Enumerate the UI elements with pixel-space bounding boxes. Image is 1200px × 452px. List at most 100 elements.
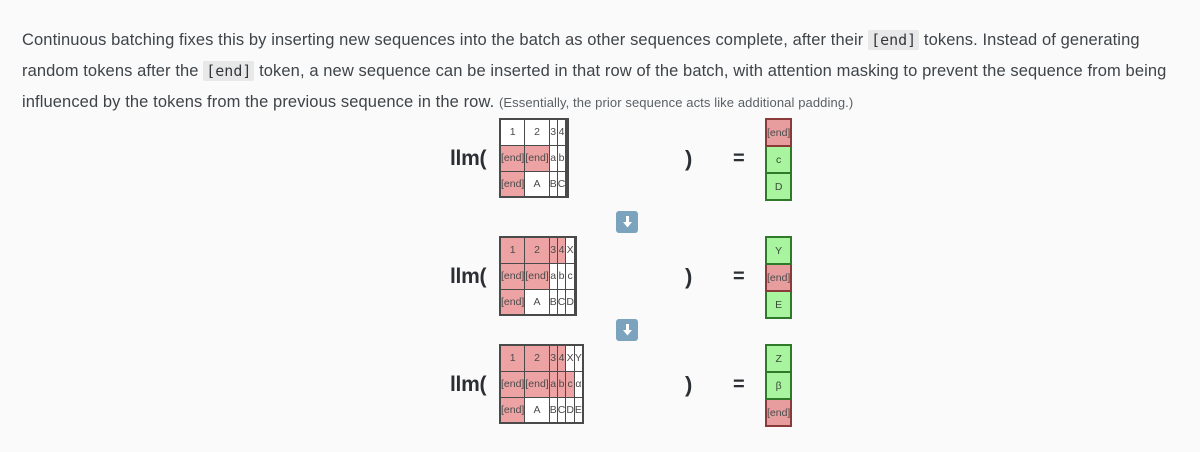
grid-cell (574, 288, 577, 316)
grid-cell: [end] (499, 262, 526, 290)
equals-sign-3: = (733, 373, 745, 396)
result-cell: D (764, 172, 793, 201)
grid-cell: b (556, 144, 567, 172)
end-token-code-2: [end] (203, 60, 255, 81)
grid-cell: E (573, 396, 584, 424)
grid-cell: [end] (499, 144, 526, 172)
grid-cell: [end] (524, 262, 550, 290)
grid-cell: 2 (524, 344, 550, 372)
arrow-down-icon-2 (616, 319, 638, 341)
list-item: [end] (764, 263, 793, 292)
grid-cell: 3 (548, 118, 558, 146)
llm-call-label-3: llm( (450, 373, 487, 396)
grid-cell: a (548, 262, 558, 290)
table-row: [end] [end] a b c α (499, 370, 584, 398)
result-cell: [end] (764, 398, 793, 427)
list-item: [end] (764, 398, 793, 427)
grid-cell: B (548, 396, 558, 424)
grid-cell: 3 (548, 344, 558, 372)
batch-step-2: llm( 1 2 3 4 X [end] [end] a b c (0, 236, 1200, 319)
close-paren-3: ) (685, 372, 693, 397)
grid-cell (565, 170, 568, 198)
grid-cell: B (548, 288, 558, 316)
grid-cell: Y (573, 344, 584, 372)
llm-call-label-1: llm( (450, 147, 487, 170)
arrow-down-icon-1 (616, 211, 638, 233)
grid-cell: [end] (499, 170, 526, 198)
list-item: Z (764, 344, 793, 373)
grid-cell: b (556, 262, 567, 290)
end-token-code-1: [end] (868, 29, 920, 50)
grid-cell (574, 262, 577, 290)
list-item: D (764, 172, 793, 201)
grid-cell: 1 (499, 344, 526, 372)
grid-cell: b (556, 370, 567, 398)
grid-cell: X (565, 236, 575, 264)
table-row: 1 2 3 4 X Y (499, 344, 584, 372)
batch-step-1: llm( 1 2 3 4 [end] [end] a b (0, 118, 1200, 201)
grid-cell: 2 (524, 118, 550, 146)
batch-grid-1: 1 2 3 4 [end] [end] a b [end] (499, 118, 570, 198)
grid-cell: α (573, 370, 584, 398)
grid-cell: [end] (524, 144, 550, 172)
grid-cell: 4 (556, 118, 567, 146)
grid-cell: c (565, 370, 575, 398)
close-paren-1: ) (685, 146, 693, 171)
grid-cell: [end] (524, 370, 550, 398)
table-row: [end] [end] a b (499, 144, 569, 172)
grid-cell: [end] (499, 396, 526, 424)
continuous-batching-figure: llm( 1 2 3 4 [end] [end] a b (0, 118, 1200, 438)
grid-cell: C (556, 396, 567, 424)
grid-cell (566, 144, 569, 172)
grid-cell: 3 (548, 236, 558, 264)
table-row: [end] A B C D (499, 288, 577, 316)
grid-cell: 4 (556, 344, 567, 372)
list-item: [end] (764, 118, 793, 147)
equals-sign-2: = (733, 265, 745, 288)
result-cell: E (764, 290, 793, 319)
table-row: [end] A B C D E (499, 396, 584, 424)
result-column-1: [end] c D (764, 118, 793, 201)
grid-cell: A (524, 288, 550, 316)
grid-cell: a (548, 144, 558, 172)
grid-cell: D (565, 396, 575, 424)
table-row: [end] A B C (499, 170, 569, 198)
grid-cell: X (565, 344, 575, 372)
table-row: 1 2 3 4 (499, 118, 569, 146)
grid-cell: a (548, 370, 558, 398)
result-cell: Z (764, 344, 793, 373)
result-cell: [end] (764, 118, 793, 147)
list-item: Y (764, 236, 793, 265)
prose-segment-1: Continuous batching fixes this by insert… (22, 30, 869, 49)
prose-segment-2: tokens. Instead of generating random tok… (22, 30, 1140, 80)
grid-cell: [end] (499, 370, 526, 398)
result-column-3: Z β [end] (764, 344, 793, 427)
list-item: c (764, 145, 793, 174)
list-item: β (764, 371, 793, 400)
batch-grid-2: 1 2 3 4 X [end] [end] a b c [end] (499, 236, 577, 316)
grid-cell: B (548, 170, 558, 198)
llm-call-label-2: llm( (450, 265, 487, 288)
grid-cell (574, 236, 577, 264)
grid-cell: A (524, 396, 550, 424)
grid-cell (566, 170, 569, 198)
result-cell: Y (764, 236, 793, 265)
grid-cell: 1 (499, 236, 526, 264)
prose-aside: (Essentially, the prior sequence acts li… (498, 94, 854, 110)
list-item: E (764, 290, 793, 319)
grid-cell: 1 (499, 118, 526, 146)
prose-segment-3: token, a new sequence can be inserted in… (22, 61, 1167, 111)
grid-cell: c (565, 262, 575, 290)
grid-cell: D (565, 288, 575, 316)
result-cell: β (764, 371, 793, 400)
close-paren-2: ) (685, 264, 693, 289)
equals-sign-1: = (733, 147, 745, 170)
explanation-paragraph: Continuous batching fixes this by insert… (22, 25, 1180, 118)
grid-cell (566, 118, 569, 146)
grid-cell: C (556, 288, 567, 316)
batch-grid-3: 1 2 3 4 X Y [end] [end] a b c α [end] (499, 344, 584, 424)
grid-cell: A (524, 170, 550, 198)
result-column-2: Y [end] E (764, 236, 793, 319)
batch-step-3: llm( 1 2 3 4 X Y [end] [end] a b c α (0, 344, 1200, 427)
table-row: 1 2 3 4 X (499, 236, 577, 264)
